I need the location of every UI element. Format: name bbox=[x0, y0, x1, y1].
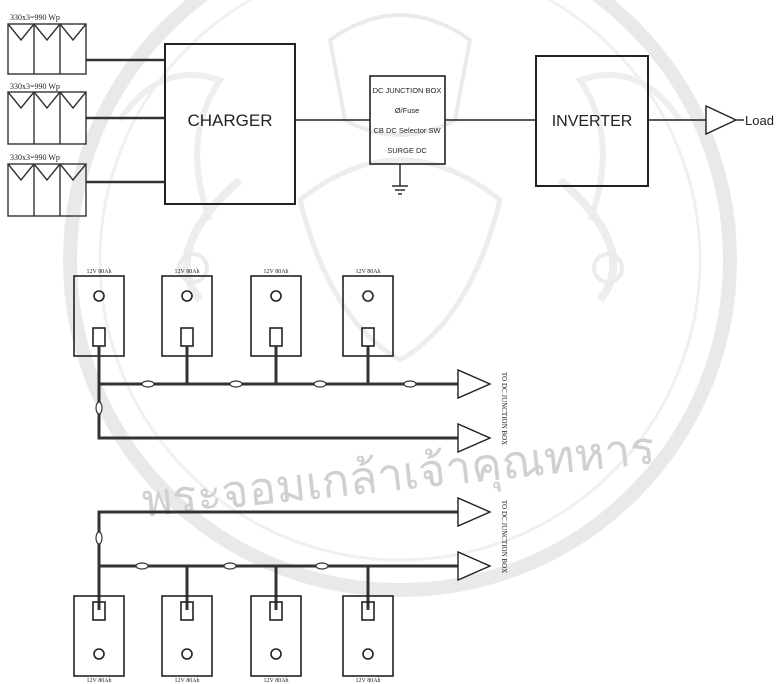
battery-top-2 bbox=[161, 275, 213, 357]
battery-top-label-4: 12V 80Ah bbox=[355, 269, 380, 275]
battery-bank-top bbox=[73, 275, 394, 357]
dc-out-arrow-3 bbox=[457, 496, 492, 528]
battery-bottom-3 bbox=[250, 595, 302, 677]
junction-line-1: DC JUNCTION BOX bbox=[373, 86, 442, 95]
battery-bottom-label-1: 12V 80Ah bbox=[86, 678, 111, 684]
dc-out-arrow-2 bbox=[457, 422, 492, 454]
battery-bottom-2 bbox=[161, 595, 213, 677]
junction-line-4: SURGE DC bbox=[387, 146, 427, 155]
junction-line-3: CB DC Selector SW bbox=[373, 126, 441, 135]
solar-panel-array bbox=[7, 23, 87, 217]
inverter-box bbox=[535, 55, 649, 187]
charger-label: CHARGER bbox=[187, 111, 272, 130]
battery-top-label-1: 12V 80Ah bbox=[86, 269, 111, 275]
battery-top-label-2: 12V 80Ah bbox=[174, 269, 199, 275]
fuse-icons-top bbox=[95, 380, 417, 415]
panel-label-2: 330x3=990 Wp bbox=[10, 82, 60, 91]
battery-bottom-4 bbox=[342, 595, 394, 677]
battery-top-3 bbox=[250, 275, 302, 357]
battery-bottom-label-3: 12V 80Ah bbox=[263, 678, 288, 684]
battery-bank-bottom bbox=[73, 595, 394, 677]
dc-out-arrow-1 bbox=[457, 368, 492, 400]
panel-label-1: 330x3=990 Wp bbox=[10, 13, 60, 22]
fuse-icons-bottom bbox=[95, 531, 329, 570]
solar-panel-3 bbox=[7, 163, 87, 217]
inverter-label: INVERTER bbox=[552, 113, 633, 130]
solar-panel-2 bbox=[7, 91, 87, 145]
solar-panel-1 bbox=[7, 23, 87, 75]
junction-line-2: Ø/Fuse bbox=[395, 106, 420, 115]
watermark-seal bbox=[63, 0, 737, 597]
load-label: Load bbox=[745, 113, 774, 128]
panel-label-3: 330x3=990 Wp bbox=[10, 153, 60, 162]
panel-wiring bbox=[86, 58, 165, 184]
dc-label-bottom: TO DC JUNCTION BOX bbox=[500, 500, 508, 573]
ground-icon bbox=[392, 164, 408, 195]
battery-top-label-3: 12V 80Ah bbox=[263, 269, 288, 275]
dc-out-arrow-4 bbox=[457, 550, 492, 582]
dc-label-top: TO DC JUNCTION BOX bbox=[500, 372, 508, 445]
load-arrow-icon bbox=[705, 104, 738, 136]
battery-bottom-label-4: 12V 80Ah bbox=[355, 678, 380, 684]
battery-bottom-1 bbox=[73, 595, 125, 677]
battery-bottom-label-2: 12V 80Ah bbox=[174, 678, 199, 684]
charger-box bbox=[164, 43, 296, 205]
